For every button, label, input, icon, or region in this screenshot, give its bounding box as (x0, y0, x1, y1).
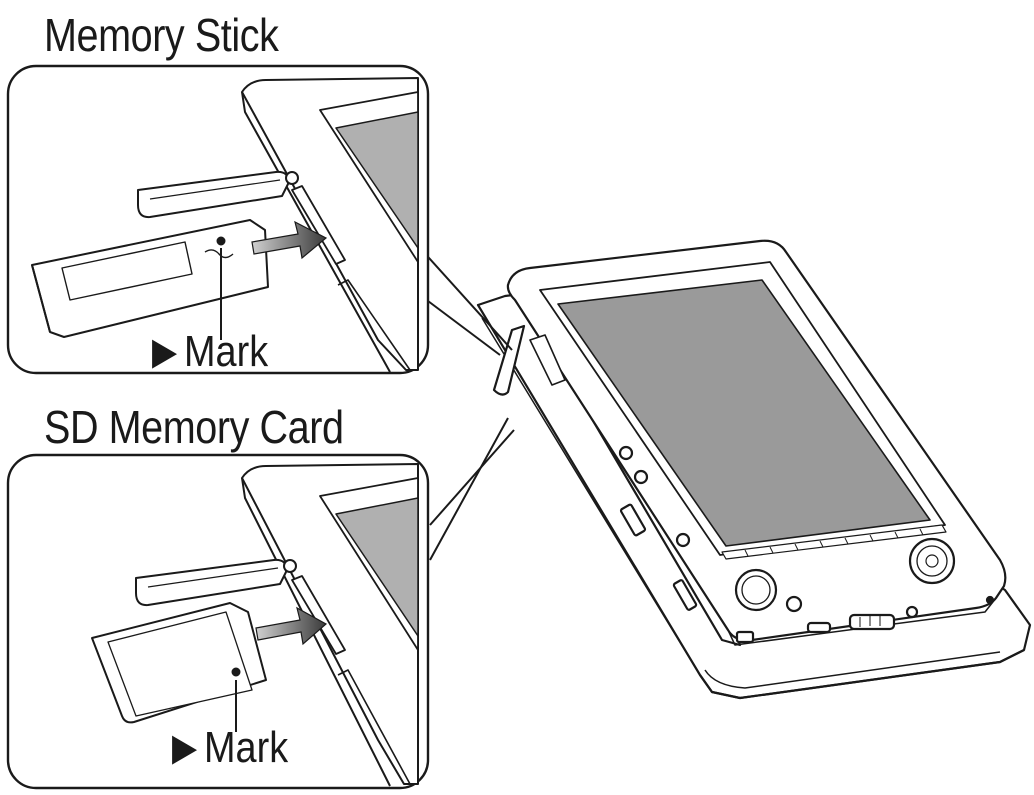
mark-text: Mark (204, 723, 289, 772)
screen (557, 279, 931, 547)
insert-arrow (251, 220, 328, 260)
slot-cover (137, 170, 290, 219)
button-row (721, 524, 947, 560)
sd-card-mark-label: ▶Mark (172, 726, 288, 770)
reader-device (476, 239, 1032, 700)
callout-lines (419, 247, 515, 561)
sd-card-title: SD Memory Card (44, 401, 344, 453)
memory-stick-mark-label: ▶Mark (152, 330, 268, 374)
mark-triangle-icon: ▶ (152, 331, 178, 373)
insert-arrow (255, 606, 328, 646)
slot-cover (135, 558, 288, 607)
screen-fragment (335, 111, 419, 249)
inserted-card (492, 324, 526, 396)
side-button (618, 445, 634, 461)
side-button (633, 469, 649, 485)
mark-text: Mark (184, 327, 269, 376)
small-button (785, 595, 803, 613)
side-button (675, 532, 691, 548)
screen-fragment (335, 497, 419, 637)
memory-stick-inset (6, 64, 430, 375)
mark-triangle-icon: ▶ (172, 727, 198, 769)
sd-card-inset (6, 453, 430, 790)
memory-stick-title: Memory Stick (44, 9, 279, 61)
